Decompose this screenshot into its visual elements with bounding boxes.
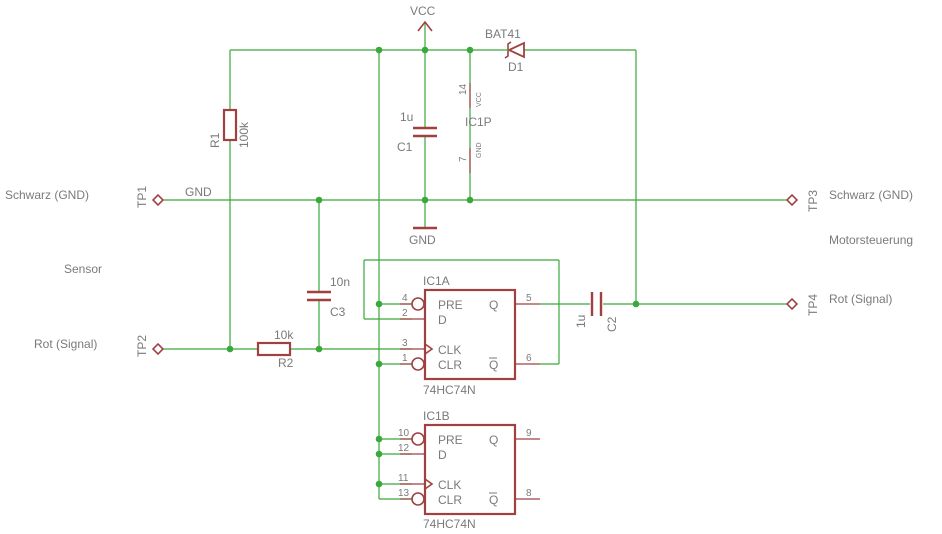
ic1a-pin-clk: 3 <box>402 338 408 349</box>
ic1a-d: D <box>438 313 447 327</box>
net-label-schwarz-left: Schwarz (GND) <box>5 188 89 202</box>
ic1p-pin-vcc: 14 <box>458 83 469 95</box>
tp3-label: TP3 <box>806 190 820 212</box>
testpoint-tp1: TP1 <box>135 186 165 208</box>
ic1a-pin-d: 2 <box>402 308 408 319</box>
c1-name: C1 <box>397 140 413 154</box>
ic1a-qn: Q <box>489 358 498 372</box>
capacitor-c2: 1u C2 <box>574 292 619 332</box>
r2-name: R2 <box>278 356 294 370</box>
ic1p-name: IC1P <box>465 115 492 129</box>
ic1p-vcc-label: VCC <box>476 92 483 107</box>
ic1b-pin-pre: 10 <box>398 428 410 439</box>
ic1a-clk: CLK <box>438 343 461 357</box>
net-label-schwarz-right: Schwarz (GND) <box>829 188 913 202</box>
ic1b-pin-clk: 11 <box>398 473 409 484</box>
gnd-symbol-label: GND <box>409 233 436 247</box>
ic1b-clk: CLK <box>438 478 461 492</box>
testpoint-tp3: TP3 <box>785 190 820 212</box>
diode-name-label: D1 <box>508 60 524 74</box>
net-label-rot-left: Rot (Signal) <box>34 337 97 351</box>
ic1a-name: IC1A <box>423 274 450 288</box>
ic1p-power: 14 VCC IC1P 7 GND <box>458 83 492 173</box>
diode-part-label: BAT41 <box>485 27 521 41</box>
ic1a-part: 74HC74N <box>423 383 476 397</box>
ic1b-pre: PRE <box>438 433 463 447</box>
ic1b-pin-clr: 13 <box>398 488 410 499</box>
section-label-motorsteuerung: Motorsteuerung <box>829 233 913 247</box>
ic1a-q: Q <box>489 298 498 312</box>
tp4-label: TP4 <box>806 294 820 316</box>
ic1b-pin-qn: 8 <box>526 488 532 499</box>
gnd-symbol: GND <box>409 226 437 247</box>
ic1a-pin-q: 5 <box>526 293 532 304</box>
ic1a-pin-qn: 6 <box>526 353 532 364</box>
ic1b-clr: CLR <box>438 493 462 507</box>
c1-value: 1u <box>400 110 413 124</box>
testpoint-tp4: TP4 <box>785 294 820 316</box>
wires <box>160 22 790 500</box>
ic1a-pre: PRE <box>438 298 463 312</box>
ic1b-d: D <box>438 448 447 462</box>
ic1b-q: Q <box>489 433 498 447</box>
ic1a-clr: CLR <box>438 358 462 372</box>
ic1b-qn: Q <box>489 493 498 507</box>
ic1b-pin-q: 9 <box>526 428 532 439</box>
ic1b-name: IC1B <box>423 409 450 423</box>
ic1a-pin-clr: 1 <box>402 353 408 364</box>
c2-name: C2 <box>605 316 619 332</box>
testpoint-tp2: TP2 <box>135 335 165 357</box>
ic1b: IC1B 74HC74N PRE D CLK CLR Q Q 10 12 11 … <box>398 409 540 531</box>
tp1-label: TP1 <box>135 186 149 208</box>
diode-d1: BAT41 D1 <box>485 27 525 74</box>
ic1b-part: 74HC74N <box>423 517 476 531</box>
gnd-net-label: GND <box>185 185 212 199</box>
resistor-r1: R1 100k <box>208 108 251 148</box>
ic1p-pin-gnd: 7 <box>458 156 469 162</box>
vcc-label: VCC <box>410 4 436 18</box>
capacitor-c3: 10n C3 <box>307 275 350 319</box>
section-label-sensor: Sensor <box>64 262 102 276</box>
r1-value: 100k <box>237 121 251 148</box>
ic1a-pin-pre: 4 <box>402 293 408 304</box>
vcc-symbol: VCC <box>410 4 436 32</box>
c3-value: 10n <box>330 275 350 289</box>
ic1a: IC1A 74HC74N PRE D CLK CLR Q Q 4 2 3 1 5… <box>400 274 540 397</box>
r2-value: 10k <box>274 328 294 342</box>
c3-name: C3 <box>330 305 346 319</box>
capacitor-c1: 1u C1 <box>397 110 437 154</box>
resistor-r2: 10k R2 <box>256 328 294 370</box>
r1-name: R1 <box>208 132 222 148</box>
ic1b-pin-d: 12 <box>398 443 410 454</box>
tp2-label: TP2 <box>135 335 149 357</box>
net-label-rot-right: Rot (Signal) <box>829 292 892 306</box>
junctions <box>226 46 640 488</box>
ic1p-gnd-label: GND <box>476 142 483 158</box>
c2-value: 1u <box>574 315 588 328</box>
